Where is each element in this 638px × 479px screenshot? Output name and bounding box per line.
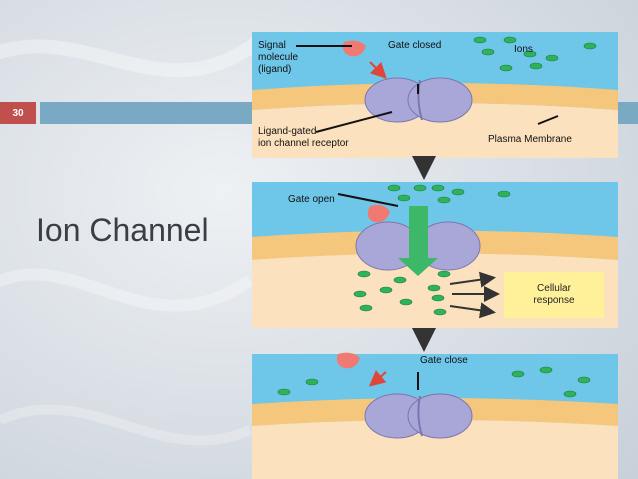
- release-arrow-icon: [368, 370, 387, 387]
- label-plasma-membrane: Plasma Membrane: [488, 134, 572, 145]
- response-arrow-icon: [449, 302, 496, 319]
- label-gate-open: Gate open: [288, 194, 335, 205]
- cytoplasm: [252, 420, 618, 479]
- label-signal-molecule: Signal molecule (ligand): [258, 40, 299, 75]
- cellular-response-box: Cellular response: [504, 272, 604, 318]
- receptor-protein-reclosed: [364, 372, 473, 439]
- label-gate-closed: Gate closed: [388, 40, 442, 51]
- slide-title: Ion Channel: [36, 212, 209, 248]
- ions-group: [277, 36, 597, 398]
- binding-arrow-icon: [369, 61, 387, 79]
- leader-line: [337, 193, 399, 207]
- ion-channel-diagram: [252, 32, 618, 479]
- receptor-protein-closed: [364, 77, 473, 123]
- ligand-icon: [342, 40, 366, 57]
- label-gate-close: Gate close: [420, 355, 468, 366]
- ion-flow-arrow-icon: [398, 206, 438, 276]
- ligand-icon: [336, 352, 360, 369]
- ligand-icon: [367, 204, 390, 223]
- label-receptor: Ligand-gated ion channel receptor: [258, 126, 349, 149]
- response-arrow-icon: [449, 271, 496, 288]
- leader-line: [537, 115, 559, 125]
- slide-number: 30: [0, 102, 36, 124]
- label-ions: Ions: [514, 44, 533, 55]
- leader-line: [315, 111, 393, 133]
